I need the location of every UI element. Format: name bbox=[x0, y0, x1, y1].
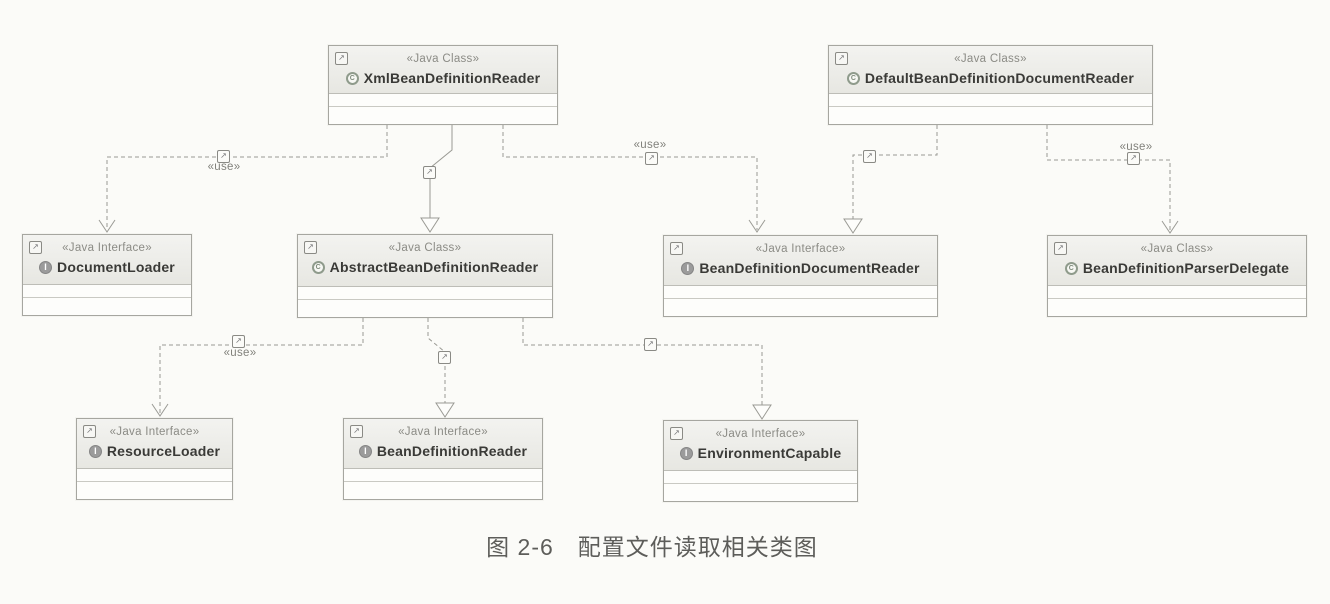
class-name: DefaultBeanDefinitionDocumentReader bbox=[864, 70, 1135, 86]
link-decorator-icon: ↗ bbox=[645, 152, 658, 165]
methods-compartment bbox=[298, 300, 552, 317]
open-diagram-icon: ↗ bbox=[1054, 242, 1067, 255]
stereotype-label: «Java Class» bbox=[1140, 243, 1214, 255]
interface-name: EnvironmentCapable bbox=[697, 445, 842, 461]
link-decorator-icon: ↗ bbox=[863, 150, 876, 163]
open-diagram-icon: ↗ bbox=[304, 241, 317, 254]
fields-compartment bbox=[329, 94, 557, 107]
methods-compartment bbox=[23, 298, 191, 315]
node-header: ↗ «Java Class» C XmlBeanDefinitionReader bbox=[329, 46, 557, 94]
fields-compartment bbox=[298, 287, 552, 300]
methods-compartment bbox=[1048, 299, 1306, 316]
fields-compartment bbox=[77, 469, 232, 482]
class-node-default-bean-definition-document-reader: ↗ «Java Class» C DefaultBeanDefinitionDo… bbox=[828, 45, 1153, 125]
class-icon: C bbox=[311, 260, 325, 274]
node-header: ↗ «Java Interface» I DocumentLoader bbox=[23, 235, 191, 285]
class-name: XmlBeanDefinitionReader bbox=[363, 70, 541, 86]
link-decorator-icon: ↗ bbox=[1127, 152, 1140, 165]
node-header: ↗ «Java Class» C BeanDefinitionParserDel… bbox=[1048, 236, 1306, 286]
node-header: ↗ «Java Interface» I ResourceLoader bbox=[77, 419, 232, 469]
methods-compartment bbox=[77, 482, 232, 499]
link-decorator-icon: ↗ bbox=[644, 338, 657, 351]
link-decorator-icon: ↗ bbox=[232, 335, 245, 348]
interface-icon: I bbox=[39, 260, 53, 274]
node-header: ↗ «Java Interface» I BeanDefinitionDocum… bbox=[664, 236, 937, 286]
node-header: ↗ «Java Interface» I EnvironmentCapable bbox=[664, 421, 857, 471]
fields-compartment bbox=[664, 286, 937, 299]
interface-node-bean-definition-reader: ↗ «Java Interface» I BeanDefinitionReade… bbox=[343, 418, 543, 500]
fields-compartment bbox=[664, 471, 857, 484]
methods-compartment bbox=[664, 299, 937, 316]
interface-node-document-loader: ↗ «Java Interface» I DocumentLoader bbox=[22, 234, 192, 316]
stereotype-label: «Java Class» bbox=[388, 242, 462, 254]
methods-compartment bbox=[829, 107, 1152, 124]
stereotype-label: «Java Interface» bbox=[715, 428, 806, 440]
interface-name: BeanDefinitionDocumentReader bbox=[699, 260, 920, 276]
use-stereotype-label: «use» bbox=[207, 161, 241, 173]
stereotype-label: «Java Class» bbox=[954, 53, 1027, 65]
node-header: ↗ «Java Interface» I BeanDefinitionReade… bbox=[344, 419, 542, 469]
class-icon: C bbox=[846, 71, 860, 85]
fields-compartment bbox=[23, 285, 191, 298]
interface-node-resource-loader: ↗ «Java Interface» I ResourceLoader bbox=[76, 418, 233, 500]
class-node-bean-definition-parser-delegate: ↗ «Java Class» C BeanDefinitionParserDel… bbox=[1047, 235, 1307, 317]
stereotype-label: «Java Interface» bbox=[109, 426, 200, 438]
class-node-xml-bean-definition-reader: ↗ «Java Class» C XmlBeanDefinitionReader bbox=[328, 45, 558, 125]
open-diagram-icon: ↗ bbox=[670, 427, 683, 440]
methods-compartment bbox=[329, 107, 557, 124]
interface-name: ResourceLoader bbox=[106, 443, 221, 459]
open-diagram-icon: ↗ bbox=[350, 425, 363, 438]
link-decorator-icon: ↗ bbox=[438, 351, 451, 364]
fields-compartment bbox=[1048, 286, 1306, 299]
figure-caption: 图 2-6 配置文件读取相关类图 bbox=[486, 534, 818, 560]
open-diagram-icon: ↗ bbox=[670, 242, 683, 255]
class-name: AbstractBeanDefinitionReader bbox=[329, 259, 539, 275]
interface-icon: I bbox=[679, 446, 693, 460]
open-diagram-icon: ↗ bbox=[83, 425, 96, 438]
class-icon: C bbox=[1064, 261, 1078, 275]
methods-compartment bbox=[664, 484, 857, 501]
node-header: ↗ «Java Class» C DefaultBeanDefinitionDo… bbox=[829, 46, 1152, 94]
node-header: ↗ «Java Class» C AbstractBeanDefinitionR… bbox=[298, 235, 552, 287]
open-diagram-icon: ↗ bbox=[335, 52, 348, 65]
interface-name: DocumentLoader bbox=[57, 259, 175, 275]
use-stereotype-label: «use» bbox=[223, 347, 257, 359]
fields-compartment bbox=[344, 469, 542, 482]
use-stereotype-label: «use» bbox=[633, 139, 667, 151]
open-diagram-icon: ↗ bbox=[29, 241, 42, 254]
link-decorator-icon: ↗ bbox=[423, 166, 436, 179]
methods-compartment bbox=[344, 482, 542, 499]
class-name: BeanDefinitionParserDelegate bbox=[1082, 260, 1290, 276]
interface-icon: I bbox=[88, 444, 102, 458]
link-decorator-icon: ↗ bbox=[217, 150, 230, 163]
interface-icon: I bbox=[358, 444, 372, 458]
interface-icon: I bbox=[681, 261, 695, 275]
class-node-abstract-bean-definition-reader: ↗ «Java Class» C AbstractBeanDefinitionR… bbox=[297, 234, 553, 318]
stereotype-label: «Java Interface» bbox=[398, 426, 488, 438]
interface-node-bean-definition-document-reader: ↗ «Java Interface» I BeanDefinitionDocum… bbox=[663, 235, 938, 317]
stereotype-label: «Java Interface» bbox=[62, 242, 152, 254]
interface-name: BeanDefinitionReader bbox=[376, 443, 528, 459]
open-diagram-icon: ↗ bbox=[835, 52, 848, 65]
class-icon: C bbox=[345, 71, 359, 85]
stereotype-label: «Java Class» bbox=[406, 53, 480, 65]
stereotype-label: «Java Interface» bbox=[755, 243, 846, 255]
fields-compartment bbox=[829, 94, 1152, 107]
interface-node-environment-capable: ↗ «Java Interface» I EnvironmentCapable bbox=[663, 420, 858, 502]
use-stereotype-label: «use» bbox=[1119, 141, 1153, 153]
